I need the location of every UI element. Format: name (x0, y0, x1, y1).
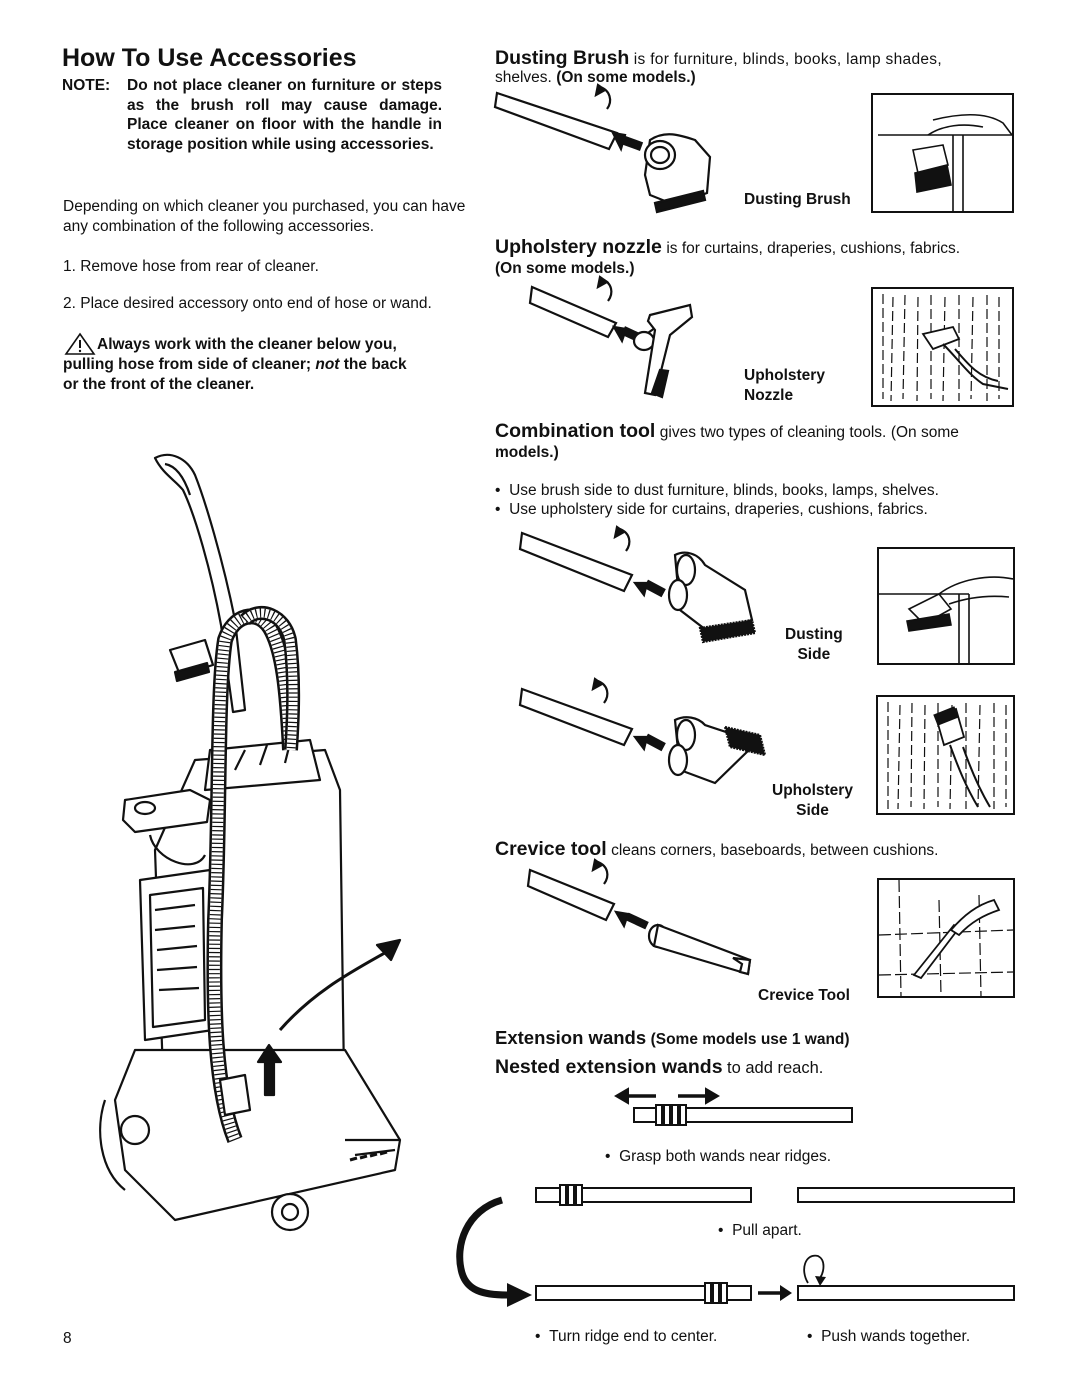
warning-emphasis: not (315, 356, 340, 373)
combination-models: models.) (495, 444, 559, 461)
wand-grasp-diagram (614, 1087, 853, 1126)
combination-bullet-1: • Use brush side to dust furniture, blin… (495, 482, 939, 499)
wand-turn-arrow (456, 1196, 532, 1307)
wand-step-grasp: • Grasp both wands near ridges. (605, 1148, 832, 1165)
crevice-photo-frame (877, 878, 1015, 998)
note-prefix: NOTE: (62, 77, 111, 94)
extension-wands-title: Extension wands (Some models use 1 wand) (495, 1027, 850, 1048)
warning-block: Always work with the cleaner below you, … (63, 335, 483, 395)
curtain-combination-illustration (887, 702, 1007, 810)
crevice-caption: Crevice Tool (758, 987, 850, 1004)
wand-step-push: • Push wands together. (807, 1328, 971, 1345)
upholstery-side-caption: Upholstery Side (772, 782, 853, 819)
wand-pull-apart-diagram (535, 1184, 1015, 1206)
dusting-brush-heading: Dusting Brush (495, 47, 630, 69)
dusting-brush-usage-illustration (878, 113, 1013, 211)
wand-step-turn: • Turn ridge end to center. (535, 1328, 718, 1345)
intro-text: Depending on which cleaner you purchased… (63, 198, 466, 235)
nested-wands-heading: Nested extension wands (495, 1056, 723, 1078)
upholstery-nozzle-illustration (528, 275, 694, 399)
upholstery-photo-frame (871, 287, 1014, 407)
warning-line-2: pulling hose from side of cleaner; not t… (63, 356, 407, 373)
dusting-side-photo-frame (877, 547, 1015, 665)
crevice-intro: Crevice tool cleans corners, baseboards,… (495, 838, 939, 860)
note-block: NOTE: Do not place cleaner on furniture … (62, 76, 442, 154)
upholstery-models: (On some models.) (495, 260, 635, 277)
note-text: Do not place cleaner on furniture or ste… (127, 77, 442, 153)
upholstery-heading: Upholstery nozzle (495, 236, 662, 258)
dusting-brush-line2: shelves. (On some models.) (495, 69, 696, 86)
curtain-usage-illustration (882, 294, 1009, 402)
warning-line-1: Always work with the cleaner below you, (97, 336, 397, 353)
dusting-brush-photo-frame (871, 93, 1014, 213)
page-number: 8 (63, 1330, 72, 1347)
dusting-side-caption: Dusting Side (785, 626, 843, 663)
vacuum-cleaner-illustration (99, 453, 402, 1232)
combination-dusting-side-illustration (518, 525, 757, 644)
warning-line-3: or the front of the cleaner. (63, 376, 255, 393)
step-1: 1. Remove hose from rear of cleaner. (63, 258, 319, 275)
nested-wands-title: Nested extension wands to add reach. (495, 1056, 824, 1078)
dusting-brush-caption: Dusting Brush (744, 191, 851, 208)
furniture-dusting-illustration (879, 576, 1014, 663)
combination-bullet-2: • Use upholstery side for curtains, drap… (495, 501, 928, 518)
crevice-heading: Crevice tool (495, 838, 607, 860)
upholstery-caption: Upholstery Nozzle (744, 367, 825, 404)
extension-wands-heading: Extension wands (495, 1027, 647, 1048)
warning-triangle-icon (64, 332, 96, 355)
combination-upholstery-side-illustration (518, 677, 767, 785)
upholstery-intro: Upholstery nozzle is for curtains, drape… (495, 236, 961, 258)
corner-cleaning-illustration (878, 879, 1014, 997)
wand-step-pull: • Pull apart. (718, 1222, 802, 1239)
dusting-brush-illustration (493, 83, 712, 214)
step-2: 2. Place desired accessory onto end of h… (63, 295, 432, 312)
upholstery-side-photo-frame (876, 695, 1015, 815)
dusting-brush-intro: Dusting Brush is for furniture, blinds, … (495, 47, 942, 69)
crevice-tool-illustration (526, 858, 752, 976)
wand-push-together-diagram (535, 1254, 1015, 1304)
page-title: How To Use Accessories (62, 44, 357, 72)
combination-heading: Combination tool (495, 420, 656, 442)
combination-intro: Combination tool gives two types of clea… (495, 420, 959, 442)
